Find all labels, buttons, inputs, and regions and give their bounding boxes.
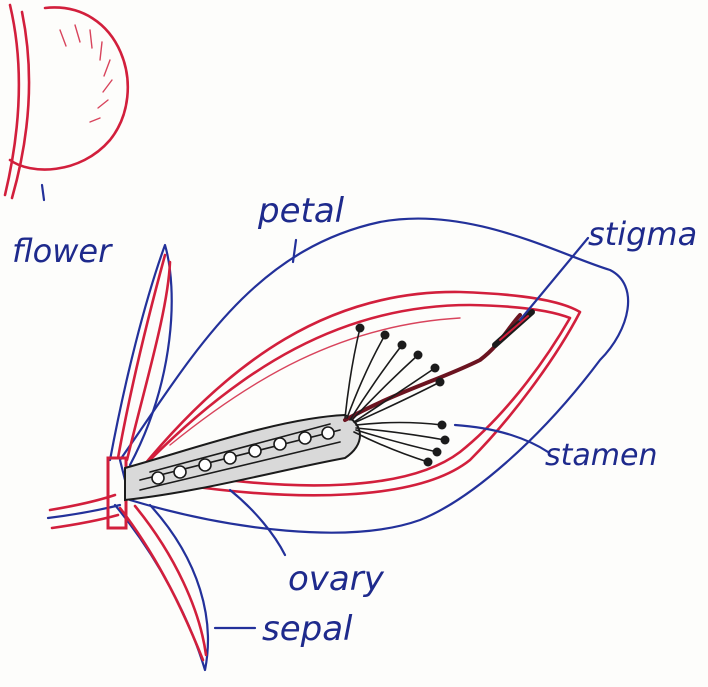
label-petal: petal <box>257 191 345 231</box>
label-stigma: stigma <box>588 215 697 253</box>
label-ovary: ovary <box>288 559 385 599</box>
anthers <box>356 324 450 467</box>
petal-leader <box>293 240 296 262</box>
flower-sketch <box>5 5 128 198</box>
flower-leader <box>42 185 44 200</box>
label-flower: flower <box>12 232 113 270</box>
lower-sepal <box>115 505 208 670</box>
upper-sepal <box>110 245 172 465</box>
label-sepal: sepal <box>262 609 353 649</box>
stamen-leader <box>455 425 548 452</box>
stalk <box>48 458 126 528</box>
ovary-leader <box>230 490 285 555</box>
label-stamen: stamen <box>545 438 657 473</box>
ovary <box>125 415 360 500</box>
